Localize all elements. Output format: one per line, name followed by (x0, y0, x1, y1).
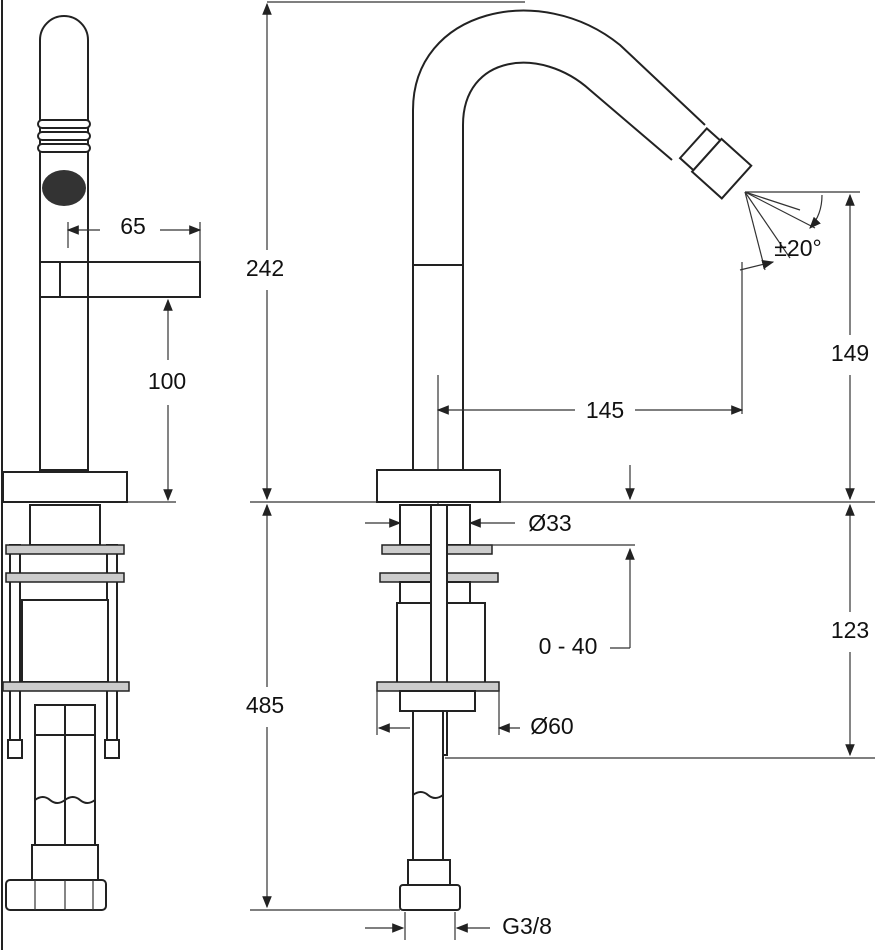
dim-spout-outlet-height: 149 (831, 340, 869, 366)
dim-connection-thread: G3/8 (502, 913, 552, 939)
front-view: ±20° 145 149 123 Ø33 (365, 9, 875, 940)
nozzle-rings (37, 119, 91, 206)
dim-base-diameter: Ø60 (530, 713, 573, 739)
dim-shank-diameter: Ø33 (528, 510, 571, 536)
base-plate-front (376, 469, 501, 503)
dim-spray-angle: ±20° (774, 235, 821, 261)
supply-hose-front (399, 710, 461, 911)
base-plate-side (2, 471, 128, 503)
spout-outer (412, 9, 706, 470)
hose-nut-side (5, 879, 107, 911)
dim-handle-reach: 65 (120, 213, 146, 239)
spout-inner (462, 61, 673, 470)
hose-nut-front (399, 884, 461, 911)
dim-body-height: 123 (831, 617, 869, 643)
dim-spout-reach: 145 (586, 397, 624, 423)
dim-handle-height: 100 (148, 368, 186, 394)
dim-deck-thickness: 0 - 40 (539, 633, 598, 659)
lever-hub (59, 261, 89, 298)
spout-tube-side (39, 15, 89, 471)
dim-total-height-above: 242 (246, 255, 284, 281)
height-dimensions: 242 485 (246, 1, 875, 911)
spray-nozzle (678, 126, 753, 200)
nozzle-outlet (42, 170, 86, 206)
side-view: 65 100 (1, 0, 202, 950)
dim-total-height-below: 485 (246, 692, 284, 718)
spray-fan-lines (739, 191, 860, 271)
supply-hose-side (5, 704, 107, 911)
